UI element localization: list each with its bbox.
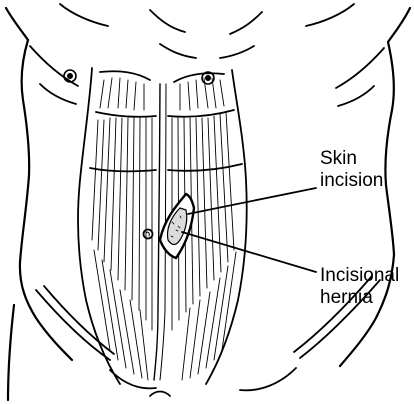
incisional-hernia-label: Incisional hernia bbox=[320, 265, 399, 309]
rectus-muscles bbox=[78, 68, 247, 384]
nipples bbox=[64, 70, 214, 84]
chest-lines bbox=[30, 4, 384, 106]
incisional-hernia-label-line-1: Incisional bbox=[320, 265, 399, 287]
leader-skin-incision bbox=[188, 188, 316, 214]
leader-lines bbox=[182, 188, 316, 272]
skin-incision-label-line-2: incision bbox=[320, 170, 383, 192]
umbilicus bbox=[144, 230, 153, 239]
skin-incision-label: Skin incision bbox=[320, 148, 383, 192]
torso-outline bbox=[6, 8, 410, 400]
leader-incisional-hernia bbox=[182, 232, 316, 272]
incision-site bbox=[144, 194, 195, 258]
incisional-hernia-label-line-2: hernia bbox=[320, 287, 399, 309]
skin-incision-label-line-1: Skin bbox=[320, 148, 383, 170]
